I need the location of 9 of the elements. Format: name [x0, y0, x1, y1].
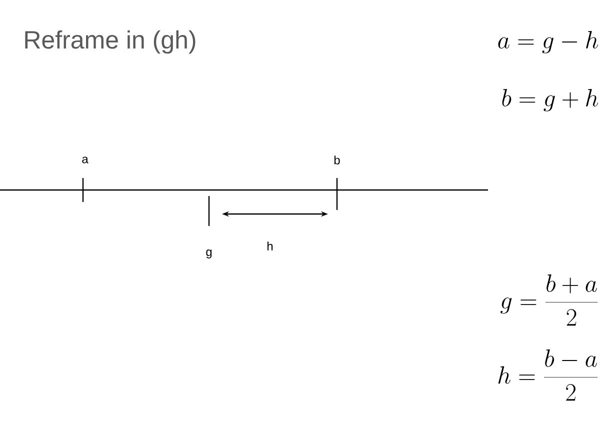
- formula: $g = \frac{b + a}{2}$: [500, 274, 598, 326]
- axis-label: b: [334, 156, 340, 164]
- axis-label: g: [206, 250, 212, 258]
- formula: $b = g + h$: [502, 88, 598, 112]
- formula: $a = g - h$: [498, 30, 598, 54]
- axis-label: h: [268, 242, 273, 250]
- axis-label: a: [82, 156, 88, 164]
- formula: $h = \frac{b - a}{2}$: [498, 349, 598, 401]
- title: Reframe in (gh): [25, 30, 196, 54]
